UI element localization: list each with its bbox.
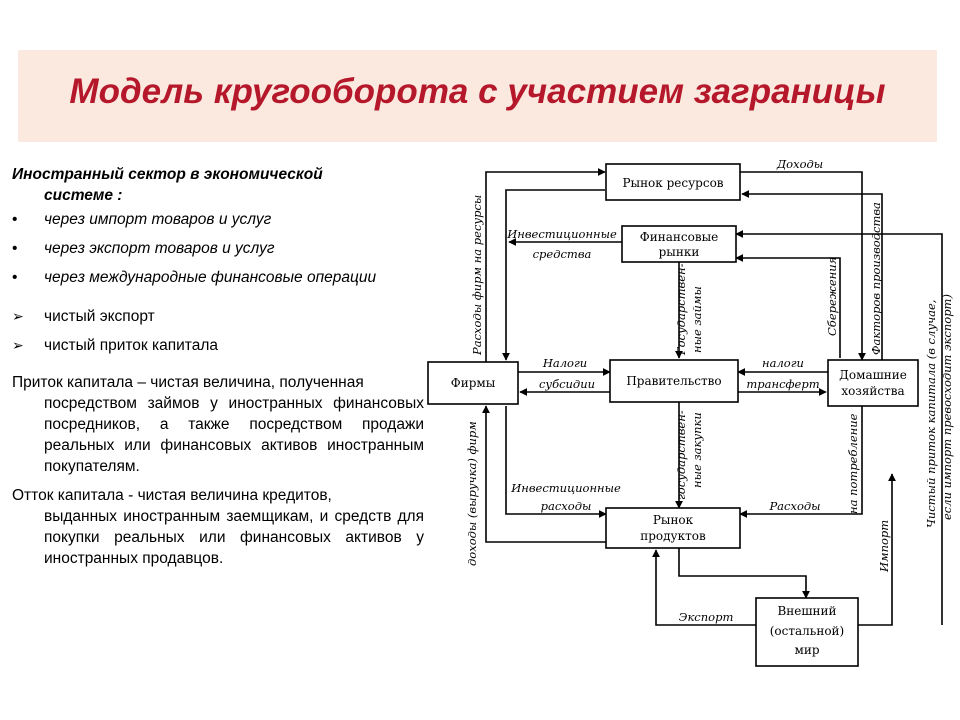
firm-taxes-label: Налоги xyxy=(542,356,587,370)
bullet-icon: • xyxy=(12,240,18,257)
government-box: Правительство xyxy=(609,359,739,403)
household-taxes-label: налоги xyxy=(762,356,804,370)
investment-spending-label-2: расходы xyxy=(541,499,592,513)
checkmark-arrow-icon: ➢ xyxy=(12,308,24,324)
consumption-label: на потребление xyxy=(846,413,860,514)
line-capital-inflow xyxy=(735,230,943,625)
savings-label: Сбережения xyxy=(825,257,839,336)
world-label-2: (остальной) xyxy=(770,624,844,638)
factors-label: Факторов производства xyxy=(869,202,883,355)
channel-item: • через международные финансовые операции xyxy=(12,267,424,288)
checks-list: ➢ чистый экспорт ➢ чистый приток капитала xyxy=(12,306,424,356)
channel-item: • через импорт товаров и услуг xyxy=(12,209,424,230)
line-firm-revenue xyxy=(482,405,606,543)
bullet-icon: • xyxy=(12,211,18,228)
transfers-label: трансферт xyxy=(746,377,819,391)
firms-box: Фирмы xyxy=(427,361,519,405)
investment-funds-label-1: Инвестиционные xyxy=(506,227,617,241)
outflow-first-line: Отток капитала - чистая величина кредито… xyxy=(12,487,332,504)
channel-item: • через экспорт товаров и услуг xyxy=(12,238,424,259)
check-label: чистый экспорт xyxy=(44,308,155,325)
heading-line-2: системе : xyxy=(44,187,123,204)
firms-label: Фирмы xyxy=(451,376,496,390)
vertical-flow-labels: Расходы фирм на ресурсы Факторов произво… xyxy=(465,195,954,573)
firm-resource-spending-label: Расходы фирм на ресурсы xyxy=(470,195,484,356)
gov-purchases-label-2: ные закупки xyxy=(690,412,704,488)
checkmark-arrow-icon: ➢ xyxy=(12,337,24,353)
slide-title: Модель кругооборота с участием заграницы xyxy=(69,72,886,111)
households-label-2: хозяйства xyxy=(841,384,904,398)
spending-label: Расходы xyxy=(768,499,820,513)
exports-label: Экспорт xyxy=(679,610,734,624)
line-savings xyxy=(735,254,841,358)
line-resources-to-firms xyxy=(502,189,605,361)
line-consumption xyxy=(739,406,863,518)
channel-label: через импорт товаров и услуг xyxy=(44,211,272,228)
line-imports xyxy=(858,473,896,626)
financial-markets-label-1: Финансовые xyxy=(640,230,718,244)
channel-label: через международные финансовые операции xyxy=(44,269,377,286)
flow-lines xyxy=(482,168,943,626)
rest-of-world-box: Внешний (остальной) мир xyxy=(755,597,859,667)
line-factors xyxy=(741,190,883,360)
line-resources-income xyxy=(740,171,866,361)
subsidies-label: субсидии xyxy=(539,377,595,391)
outflow-rest: выданных иностранным заемщикам, и средст… xyxy=(44,508,424,567)
financial-markets-box: Финансовые рынки xyxy=(621,225,737,263)
gov-loans-label-1: Государствен- xyxy=(674,263,688,356)
flow-labels: Доходы Инвестиционные средства Налоги су… xyxy=(506,157,823,624)
check-item: ➢ чистый приток капитала xyxy=(12,335,424,356)
income-label: Доходы xyxy=(776,157,823,171)
imports-label: Импорт xyxy=(877,520,891,573)
check-item: ➢ чистый экспорт xyxy=(12,306,424,327)
gov-loans-label-2: ные займы xyxy=(690,286,704,353)
resource-market-box: Рынок ресурсов xyxy=(605,163,741,201)
line-firms-to-resources xyxy=(485,168,606,362)
firm-income-label: доходы (выручка) фирм xyxy=(465,421,479,566)
investment-funds-label-2: средства xyxy=(533,247,592,261)
line-exports xyxy=(652,549,756,626)
foreign-sector-heading: Иностранный сектор в экономической систе… xyxy=(12,164,424,206)
households-label-1: Домашние xyxy=(839,368,907,382)
left-text-panel: Иностранный сектор в экономической систе… xyxy=(12,164,424,569)
inflow-rest: посредством займов у иностранных финансо… xyxy=(44,395,424,475)
inflow-first-line: Приток капитала – чистая величина, получ… xyxy=(12,374,364,391)
product-market-box: Рынок продуктов xyxy=(605,507,741,549)
line-invest-spending xyxy=(505,406,607,518)
channels-list: • через импорт товаров и услуг • через экс… xyxy=(12,209,424,288)
heading-line-1: Иностранный сектор в экономической xyxy=(12,166,323,183)
capital-inflow-definition: Приток капитала – чистая величина, получ… xyxy=(12,372,424,477)
title-bar: Модель кругооборота с участием заграницы xyxy=(18,50,937,142)
investment-spending-label-1: Инвестиционные xyxy=(510,481,621,495)
capital-outflow-definition: Отток капитала - чистая величина кредито… xyxy=(12,485,424,569)
bullet-icon: • xyxy=(12,269,18,286)
channel-label: через экспорт товаров и услуг xyxy=(44,240,275,257)
gov-purchases-label-1: государствен- xyxy=(674,410,688,500)
households-box: Домашние хозяйства xyxy=(827,359,919,407)
line-to-world xyxy=(678,548,810,599)
financial-markets-label-2: рынки xyxy=(659,245,700,259)
net-capital-inflow-label-2: если импорт превосходит экспорт) xyxy=(940,294,954,520)
check-label: чистый приток капитала xyxy=(44,337,218,354)
resource-market-label: Рынок ресурсов xyxy=(622,176,723,190)
product-market-label-2: продуктов xyxy=(640,529,706,543)
world-label-3: мир xyxy=(794,643,819,657)
world-label-1: Внешний xyxy=(777,604,836,618)
net-capital-inflow-label-1: Чистый приток капитала (в случае, xyxy=(924,300,938,528)
government-label: Правительство xyxy=(626,374,721,388)
product-market-label-1: Рынок xyxy=(653,513,694,527)
